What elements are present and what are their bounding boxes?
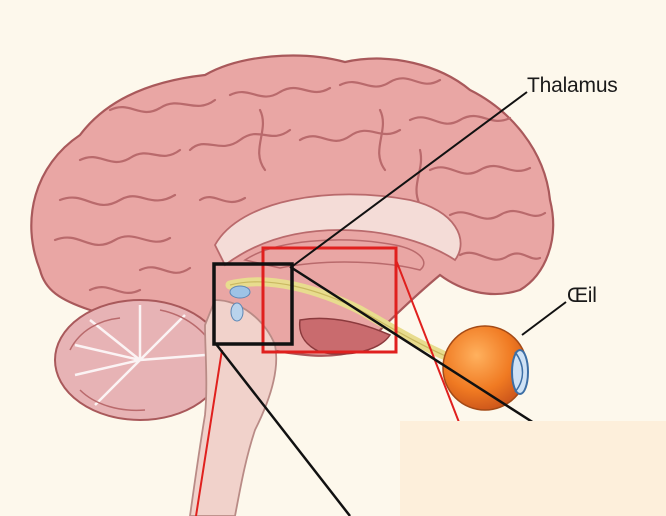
oeil-label: Œil bbox=[567, 284, 597, 308]
thalamic-nucleus bbox=[230, 286, 250, 298]
overlay-panel bbox=[400, 421, 666, 516]
thalamic-nucleus-2 bbox=[231, 303, 243, 321]
oeil-leader-line bbox=[522, 302, 566, 335]
thalamus-label: Thalamus bbox=[527, 74, 618, 98]
eye bbox=[443, 326, 528, 410]
cerebellum bbox=[55, 300, 225, 420]
